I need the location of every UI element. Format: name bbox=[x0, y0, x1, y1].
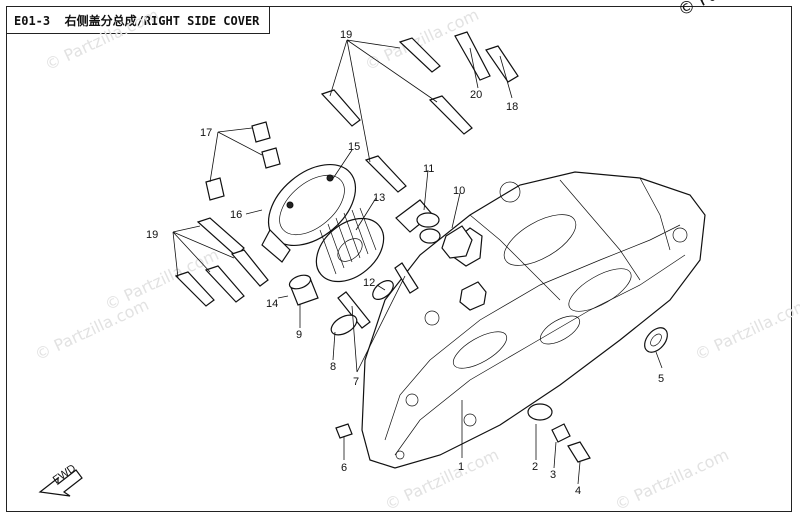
callout-7: 7 bbox=[353, 376, 359, 388]
callout-labels: 1 2 3 4 5 6 7 8 9 10 11 12 13 14 15 16 1… bbox=[146, 29, 664, 497]
callout-18: 18 bbox=[506, 101, 518, 113]
seal-10 bbox=[419, 228, 441, 244]
callout-14: 14 bbox=[266, 298, 278, 310]
bolt-4 bbox=[567, 441, 591, 463]
callout-6: 6 bbox=[341, 462, 347, 474]
callout-1: 1 bbox=[458, 461, 464, 473]
oil-filter-cap bbox=[261, 163, 357, 263]
callout-5: 5 bbox=[658, 373, 664, 385]
callout-4: 4 bbox=[575, 485, 581, 497]
dowel-6 bbox=[335, 423, 353, 439]
bolts-20-18 bbox=[454, 31, 519, 83]
title-box: E01-3 右侧盖分总成/RIGHT SIDE COVER bbox=[6, 6, 270, 34]
gasket-washer-8 bbox=[330, 314, 358, 336]
callout-16: 16 bbox=[230, 209, 242, 221]
callout-11: 11 bbox=[423, 163, 434, 175]
callout-19-upper: 19 bbox=[340, 29, 352, 41]
diagram-title: E01-3 右侧盖分总成/RIGHT SIDE COVER bbox=[14, 14, 260, 28]
callout-8: 8 bbox=[330, 361, 336, 373]
cap-10 bbox=[441, 225, 473, 259]
callout-20: 20 bbox=[470, 89, 482, 101]
grommet-5 bbox=[644, 327, 668, 353]
bolts-19-upper bbox=[320, 37, 473, 193]
leader-lines bbox=[172, 39, 663, 485]
callout-3: 3 bbox=[550, 469, 556, 481]
cap-nuts-17 bbox=[205, 121, 281, 201]
plate-3 bbox=[551, 423, 571, 443]
bolts-19-lower bbox=[174, 217, 269, 307]
diagram-frame bbox=[6, 6, 792, 512]
callout-13: 13 bbox=[373, 192, 385, 204]
callout-12: 12 bbox=[363, 277, 375, 289]
dipstick bbox=[395, 199, 440, 233]
callout-17: 17 bbox=[200, 127, 212, 139]
fwd-arrow-icon bbox=[38, 469, 83, 497]
bushing-2 bbox=[527, 403, 553, 421]
oil-filter-element bbox=[315, 207, 385, 283]
callout-2: 2 bbox=[532, 461, 538, 473]
callout-15: 15 bbox=[348, 141, 360, 153]
callout-10: 10 bbox=[453, 185, 465, 197]
callout-9: 9 bbox=[296, 329, 302, 341]
callout-19-lower: 19 bbox=[146, 229, 158, 241]
oil-plug-14 bbox=[288, 274, 319, 306]
